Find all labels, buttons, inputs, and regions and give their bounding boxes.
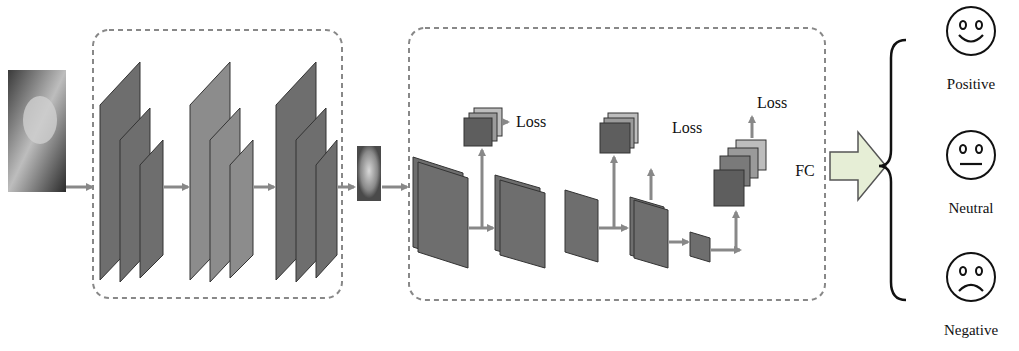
emotion-node: Negative — [927, 250, 1015, 339]
loss-label: Loss — [757, 94, 787, 112]
emotion-node: Positive — [927, 4, 1015, 93]
face-crop — [357, 146, 381, 201]
emotion-face — [944, 4, 998, 58]
input-image — [8, 70, 66, 192]
brace — [879, 40, 906, 300]
emotion-label: Positive — [947, 76, 995, 93]
detection-stage — [93, 30, 342, 298]
emotion-node: Neutral — [927, 128, 1015, 217]
loss-label: Loss — [672, 119, 702, 137]
emotion-face — [944, 128, 998, 182]
classification-stage — [409, 28, 825, 300]
emotion-label: Negative — [944, 322, 998, 339]
emotion-label: Neutral — [949, 200, 994, 217]
emotion-face — [944, 250, 998, 304]
layer-label: FC — [795, 162, 815, 180]
fc-arrow — [830, 132, 886, 200]
loss-label: Loss — [516, 113, 546, 131]
